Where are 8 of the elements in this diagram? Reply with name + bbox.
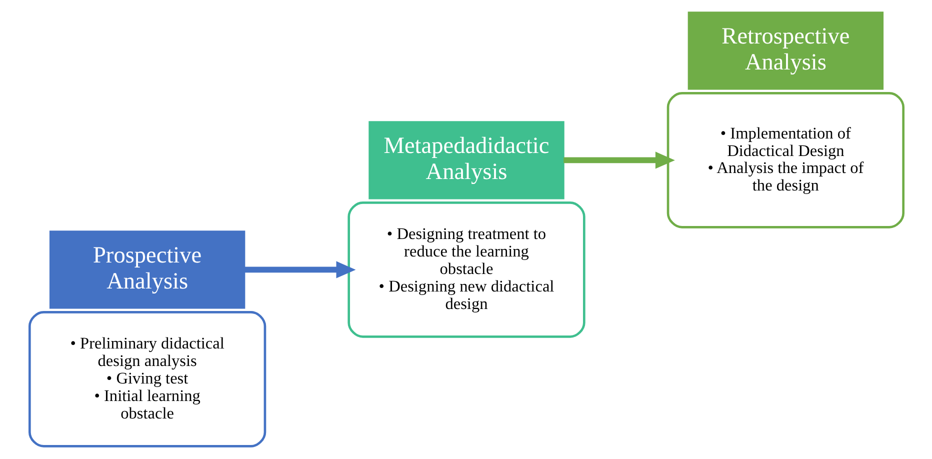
arrow: [563, 152, 674, 169]
node-box: • Preliminary didactical design analysis • Giving test • Initial learning obstacle: [28, 311, 266, 448]
arrow: [244, 261, 356, 278]
node-box: • Designing treatment to reduce the learning obstacle • Designing new didactical design: [347, 202, 585, 338]
node-box: Metapedadidactic Analysis: [368, 121, 564, 200]
node-box: Prospective Analysis: [48, 230, 245, 309]
node-box: • Implementation of Didactical Design • Analysis the impact of the design: [666, 92, 904, 228]
node-box: Retrospective Analysis: [687, 12, 884, 90]
